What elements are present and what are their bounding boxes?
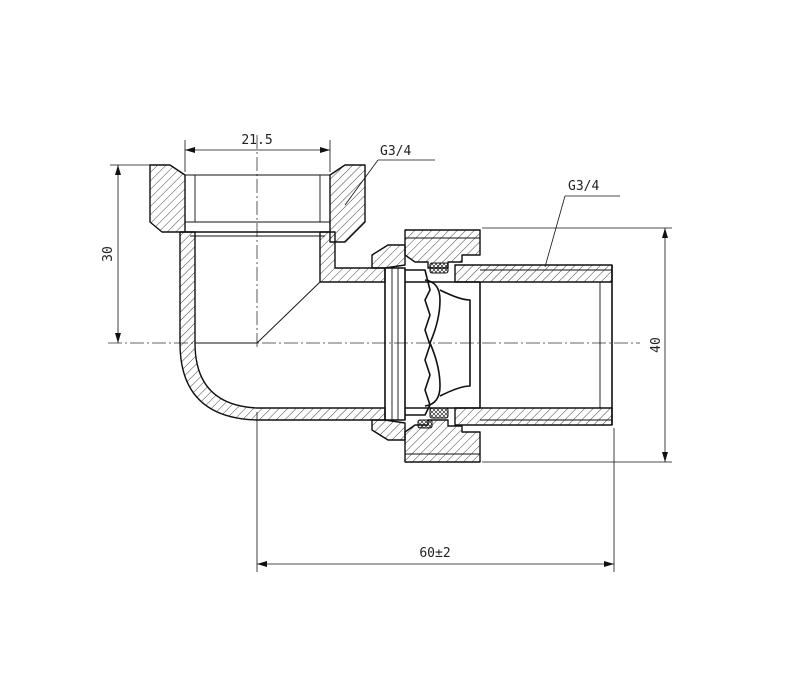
dimension-thread-top-label: G3/4 bbox=[380, 144, 411, 159]
o-ring-bottom bbox=[429, 407, 449, 419]
dimension-bottom-length: 60±2 bbox=[256, 412, 615, 572]
o-ring-top bbox=[429, 262, 449, 274]
elbow-body bbox=[179, 231, 386, 421]
dimension-thread-right: G3/4 bbox=[544, 179, 620, 268]
elbow-top-nut bbox=[149, 164, 366, 243]
dimension-bottom-length-label: 60±2 bbox=[419, 546, 450, 561]
dimension-top-width: 21.5 bbox=[184, 133, 331, 172]
dimension-thread-right-label: G3/4 bbox=[568, 179, 599, 194]
dimension-right-height-label: 40 bbox=[649, 337, 664, 353]
o-ring-bottom-inner bbox=[417, 419, 433, 429]
dimension-right-height: 40 bbox=[482, 227, 672, 463]
dimension-top-width-label: 21.5 bbox=[241, 133, 272, 148]
dimension-thread-top: G3/4 bbox=[344, 144, 435, 206]
male-thread-tail bbox=[454, 264, 613, 426]
dimension-left-height-label: 30 bbox=[101, 246, 116, 262]
dimension-left-height: 30 bbox=[101, 164, 152, 343]
